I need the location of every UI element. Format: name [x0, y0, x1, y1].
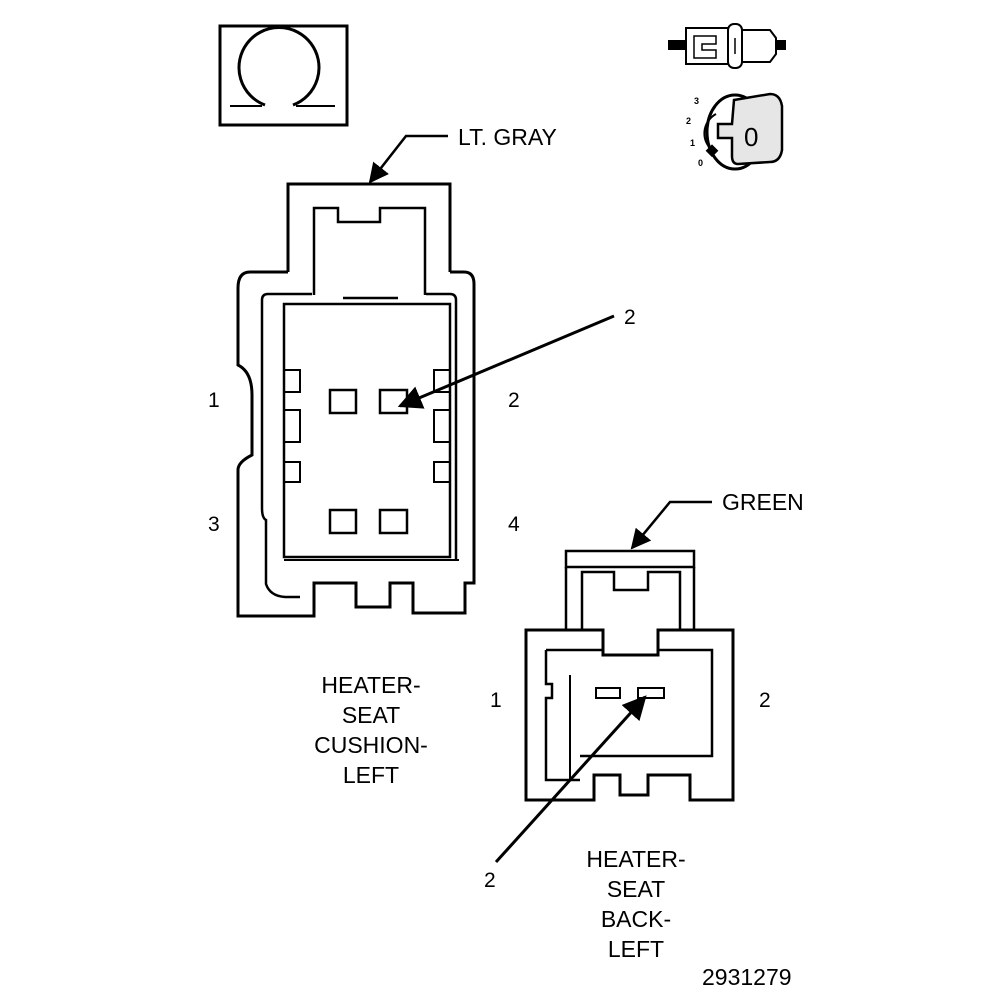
cushion-cavity-2: [378, 388, 409, 415]
cushion-connector: [236, 182, 476, 618]
back-color-label: GREEN: [722, 489, 804, 515]
ignition-position-3: 3: [694, 96, 699, 106]
ignition-position-2: 2: [686, 116, 691, 126]
figure-number: 2931279: [702, 964, 792, 990]
back-cavity-1: [595, 687, 621, 699]
back-connector: [524, 549, 735, 802]
back-title-line-4: LEFT: [608, 936, 664, 962]
back-pin-1-label: 1: [490, 689, 502, 712]
ohms-resistance-icon: [218, 24, 349, 127]
cushion-color-label: LT. GRAY: [458, 124, 557, 150]
back-title-line-2: SEAT: [607, 876, 665, 902]
cushion-pin-1-label: 1: [208, 389, 220, 412]
cushion-title-line-3: CUSHION-: [314, 732, 428, 758]
cushion-cavity-3: [328, 508, 358, 535]
cushion-callout-arrow: [397, 314, 615, 409]
cushion-pin-3-label: 3: [208, 513, 220, 536]
ignition-switch-icon: 3 2 1 0 0: [686, 92, 784, 171]
lt-gray-leader: [368, 134, 448, 184]
cushion-cavity-1: [328, 388, 358, 415]
back-title-line-1: HEATER-: [586, 846, 685, 872]
cushion-callout-label: 2: [624, 306, 636, 329]
back-cavity-2: [637, 687, 665, 699]
ignition-position-0: 0: [698, 158, 703, 168]
back-callout-label: 2: [484, 869, 496, 892]
back-pin-2-label: 2: [759, 689, 771, 712]
cushion-pin-4-label: 4: [508, 513, 520, 536]
cushion-title-line-4: LEFT: [343, 762, 399, 788]
cushion-title-line-1: HEATER-: [321, 672, 420, 698]
ignition-key-label: 0: [744, 122, 758, 152]
cushion-cavity-4: [378, 508, 409, 535]
back-title-line-3: BACK-: [601, 906, 671, 932]
cushion-pin-2-label: 2: [508, 389, 520, 412]
ignition-position-1: 1: [690, 138, 695, 148]
cushion-title-line-2: SEAT: [342, 702, 400, 728]
green-leader: [630, 500, 712, 550]
disconnected-connector-icon: [668, 23, 786, 69]
back-callout-arrow: [494, 695, 647, 864]
